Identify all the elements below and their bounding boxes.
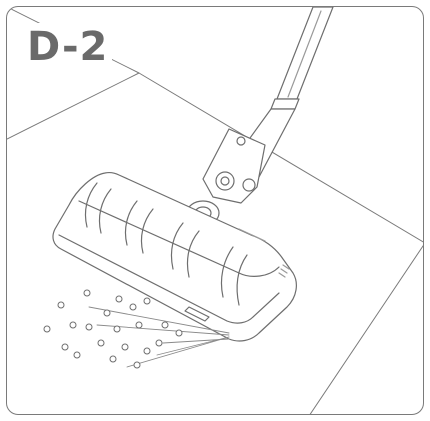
roller-segment-4 [140, 208, 154, 254]
dust-particle [109, 355, 117, 363]
floor-line-diagonal [138, 72, 423, 243]
floor-head-light-strip [184, 306, 210, 322]
joint-pivot [215, 171, 235, 191]
dust-particle [97, 339, 105, 347]
floor-line-wall [7, 72, 140, 140]
floor-head-front-edge [58, 234, 280, 324]
roller-segment-8 [236, 254, 248, 306]
dust-particle [103, 309, 111, 317]
dust-particle [129, 303, 137, 311]
dust-particle [143, 297, 151, 305]
roller-segment-1 [84, 182, 98, 228]
dust-particle [175, 329, 183, 337]
dust-particle [69, 321, 77, 329]
dust-particle [133, 361, 141, 369]
roller-segment-2 [98, 188, 112, 234]
dust-particle [155, 339, 163, 347]
dust-particle [73, 351, 81, 359]
dust-particle [57, 301, 65, 309]
joint-screw [236, 136, 246, 146]
laser-line-5 [162, 338, 230, 344]
roller-segment-7 [220, 246, 234, 298]
dust-particle [135, 321, 143, 329]
dust-particle [61, 343, 69, 351]
tube-ring [270, 98, 300, 110]
step-label: D-2 [27, 23, 113, 71]
side-vent [278, 264, 290, 278]
roller-segment-6 [186, 230, 200, 278]
illustration-frame: D-2 [6, 6, 424, 415]
dust-particle [85, 323, 93, 331]
floor-head-body [52, 172, 297, 342]
dust-particle [115, 295, 123, 303]
laser-line-1 [88, 306, 230, 334]
dust-particle [83, 289, 91, 297]
dust-particles [43, 289, 183, 369]
floor-head [52, 172, 297, 342]
dust-particle [121, 343, 129, 351]
vacuum-joint [186, 128, 266, 226]
roller-segment-5 [170, 222, 184, 270]
roller-segment-3 [124, 200, 138, 246]
laser-line-3 [126, 336, 230, 368]
floor-head-highlight [238, 228, 266, 242]
vacuum-illustration [7, 7, 423, 414]
dust-particle [161, 321, 169, 329]
tube-highlight [287, 10, 322, 98]
dust-particle [43, 325, 51, 333]
dust-particle [143, 347, 151, 355]
joint-pivot-inner [220, 176, 230, 186]
floor-line-bottom [309, 245, 423, 414]
joint-pivot-right [242, 178, 256, 192]
dust-particle [113, 325, 121, 333]
